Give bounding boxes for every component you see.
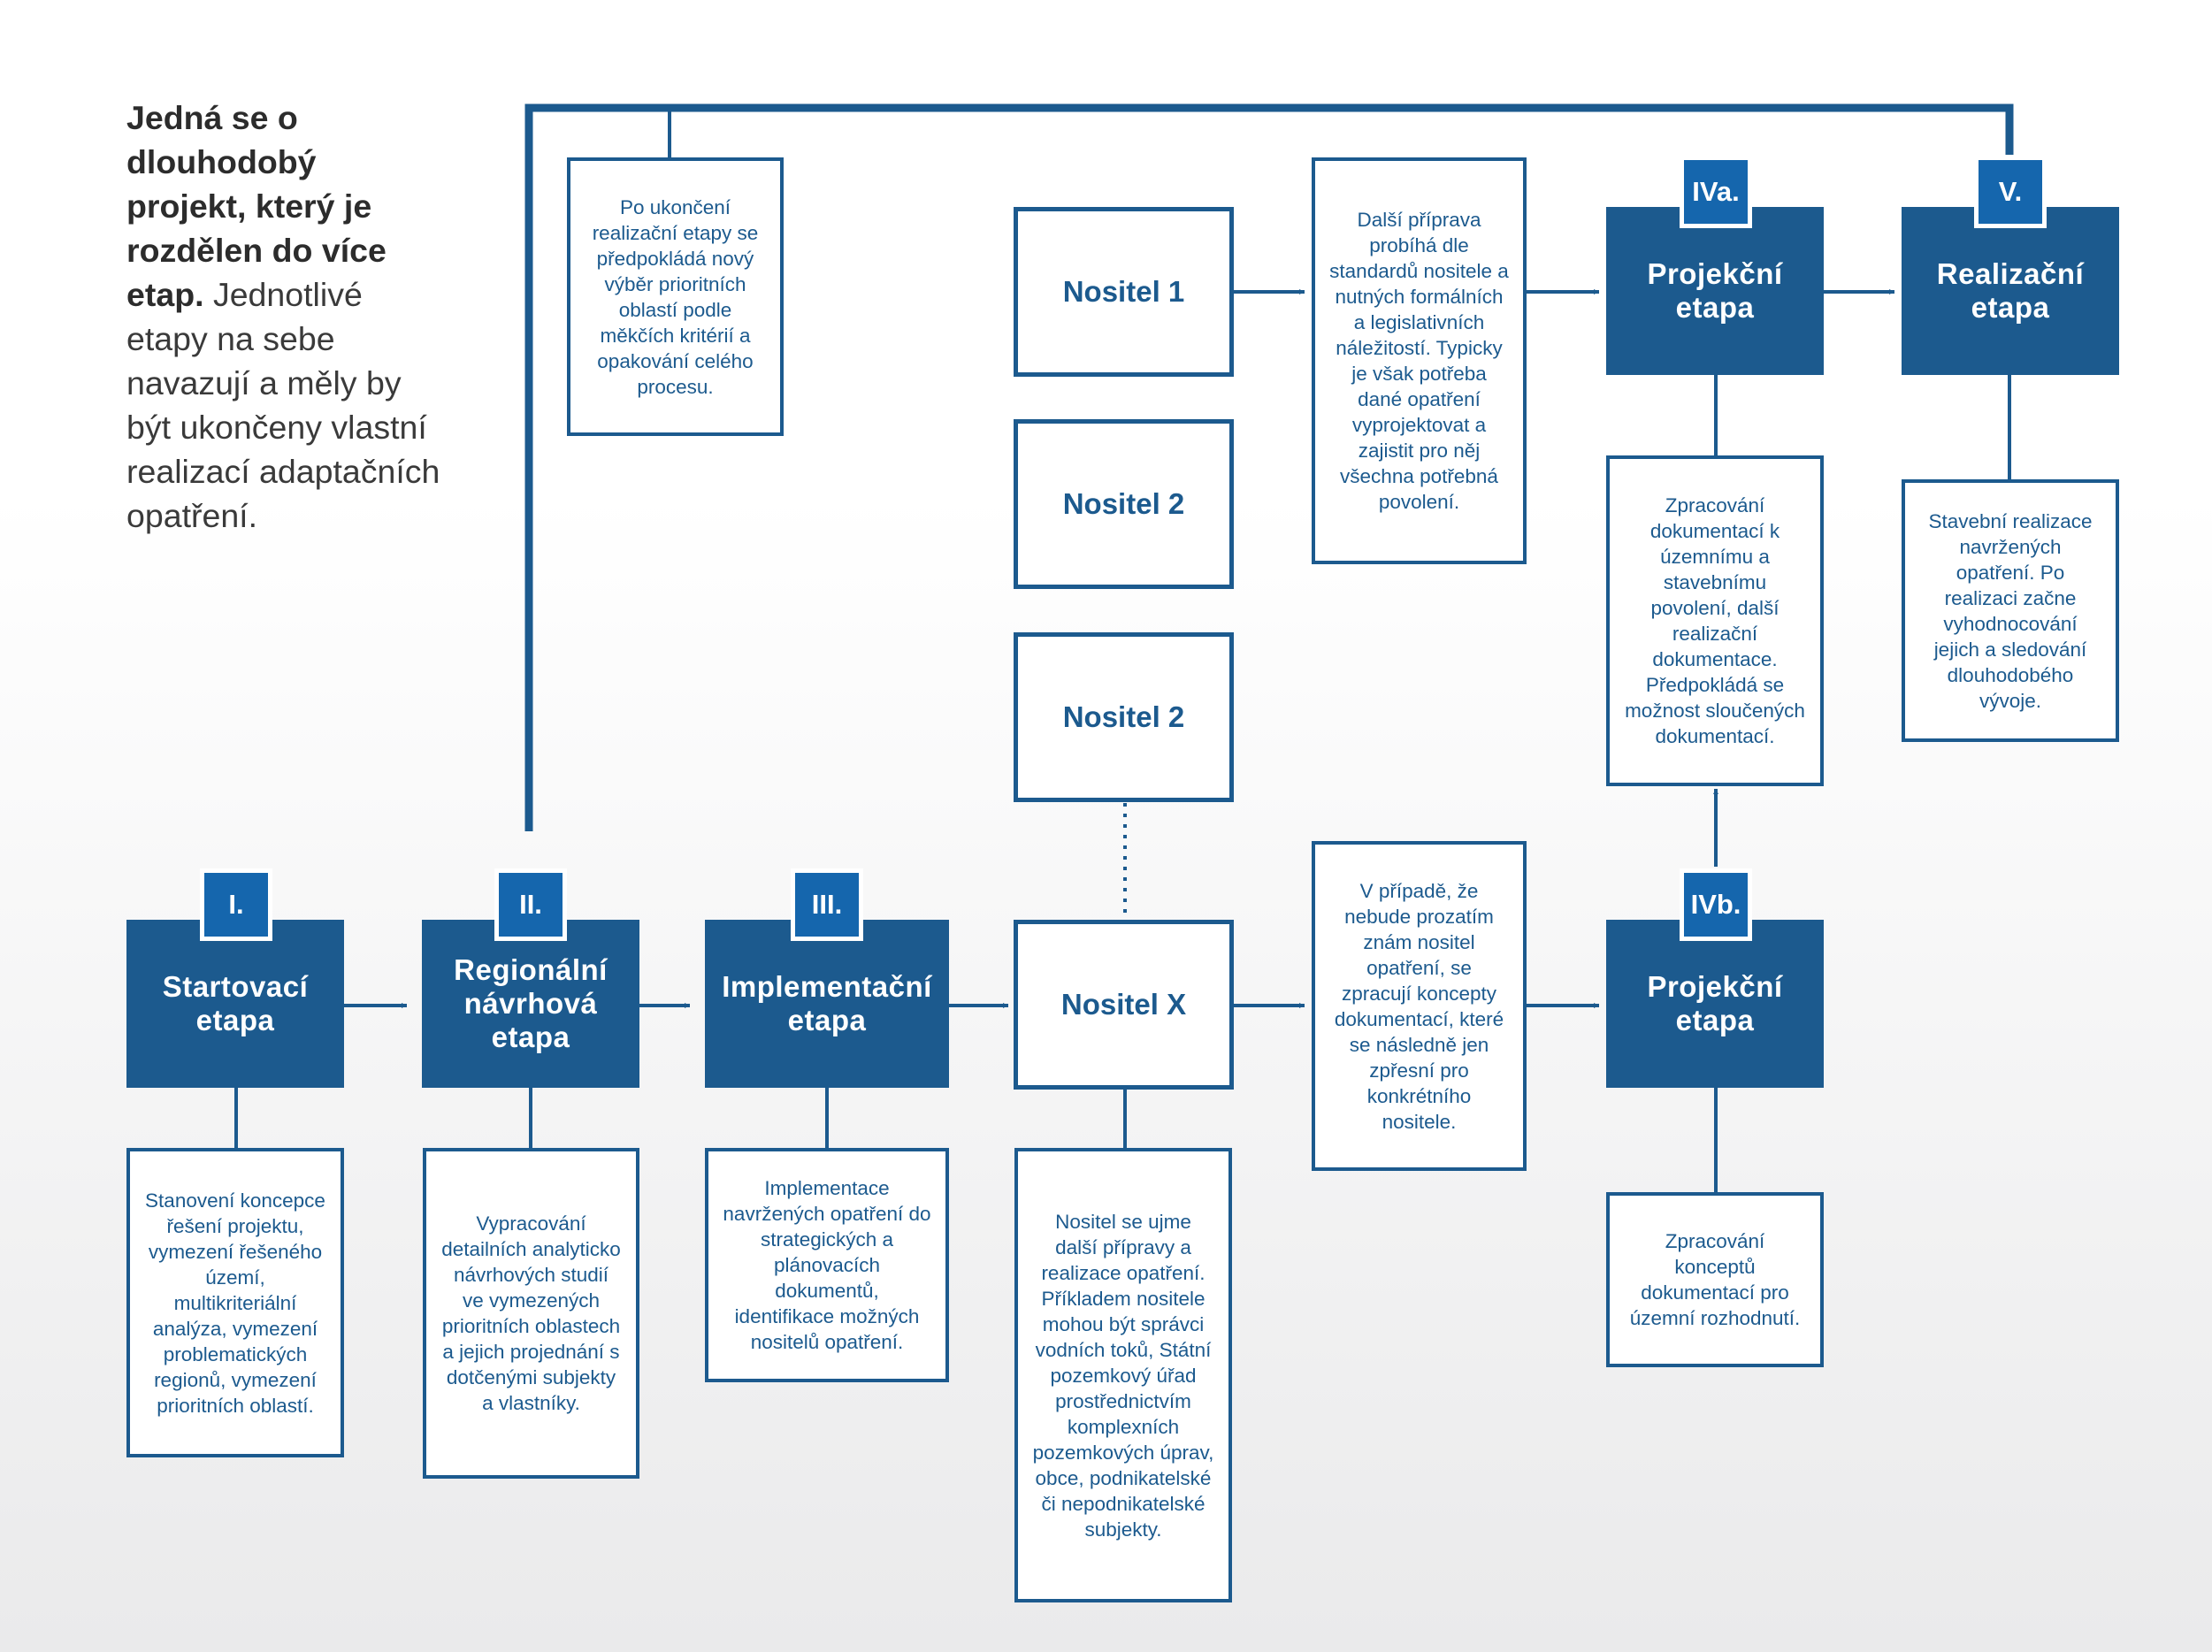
carrier-2b-box: Nositel 2 [1014,632,1234,802]
stage-1-badge: I. [200,868,272,941]
loop-back-arrow [524,103,2014,831]
intro-rest: Jednotlivé etapy na sebe navazují a měly… [126,276,440,534]
stage-5-box: Realizační etapa [1902,207,2119,375]
stage-2-badge: II. [494,868,567,941]
carrier-x-desc: Nositel se ujme další přípravy a realiza… [1014,1148,1232,1602]
stage-4a-desc: Zpracování dokumentací k územnímu a stav… [1606,455,1824,786]
carrier-1-box: Nositel 1 [1014,207,1234,377]
stage-1-box: Startovací etapa [126,920,344,1088]
stage-5-badge: V. [1974,156,2047,228]
stage-4b-desc: Zpracování konceptů dokumentací pro územ… [1606,1192,1824,1367]
stage-2-box: Regionální návrhová etapa [422,920,639,1088]
loop-note: Po ukončení realizační etapy se předpokl… [567,157,784,436]
known-carrier-note: Další příprava probíhá dle standardů nos… [1312,157,1527,564]
stage-3-badge: III. [791,868,863,941]
stage-4a-box: Projekční etapa [1606,207,1824,375]
stage-2-desc: Vypracování detailních analyticko návrho… [423,1148,639,1479]
stage-4b-badge: IVb. [1680,868,1752,941]
stage-1-desc: Stanovení koncepce řešení projektu, vyme… [126,1148,344,1457]
intro-bold: Jedná se o dlouhodobý projekt, který je … [126,99,387,313]
carrier-2a-box: Nositel 2 [1014,419,1234,589]
stage-4b-box: Projekční etapa [1606,920,1824,1088]
unknown-carrier-note: V případě, že nebude prozatím znám nosit… [1312,841,1527,1171]
stage-4a-badge: IVa. [1680,156,1752,228]
carrier-x-box: Nositel X [1014,920,1234,1090]
stage-3-box: Implementační etapa [705,920,949,1088]
stage-5-desc: Stavební realizace navržených opatření. … [1902,479,2119,742]
intro-text: Jedná se o dlouhodobý projekt, který je … [126,96,445,538]
stage-3-desc: Implementace navržených opatření do stra… [705,1148,949,1382]
